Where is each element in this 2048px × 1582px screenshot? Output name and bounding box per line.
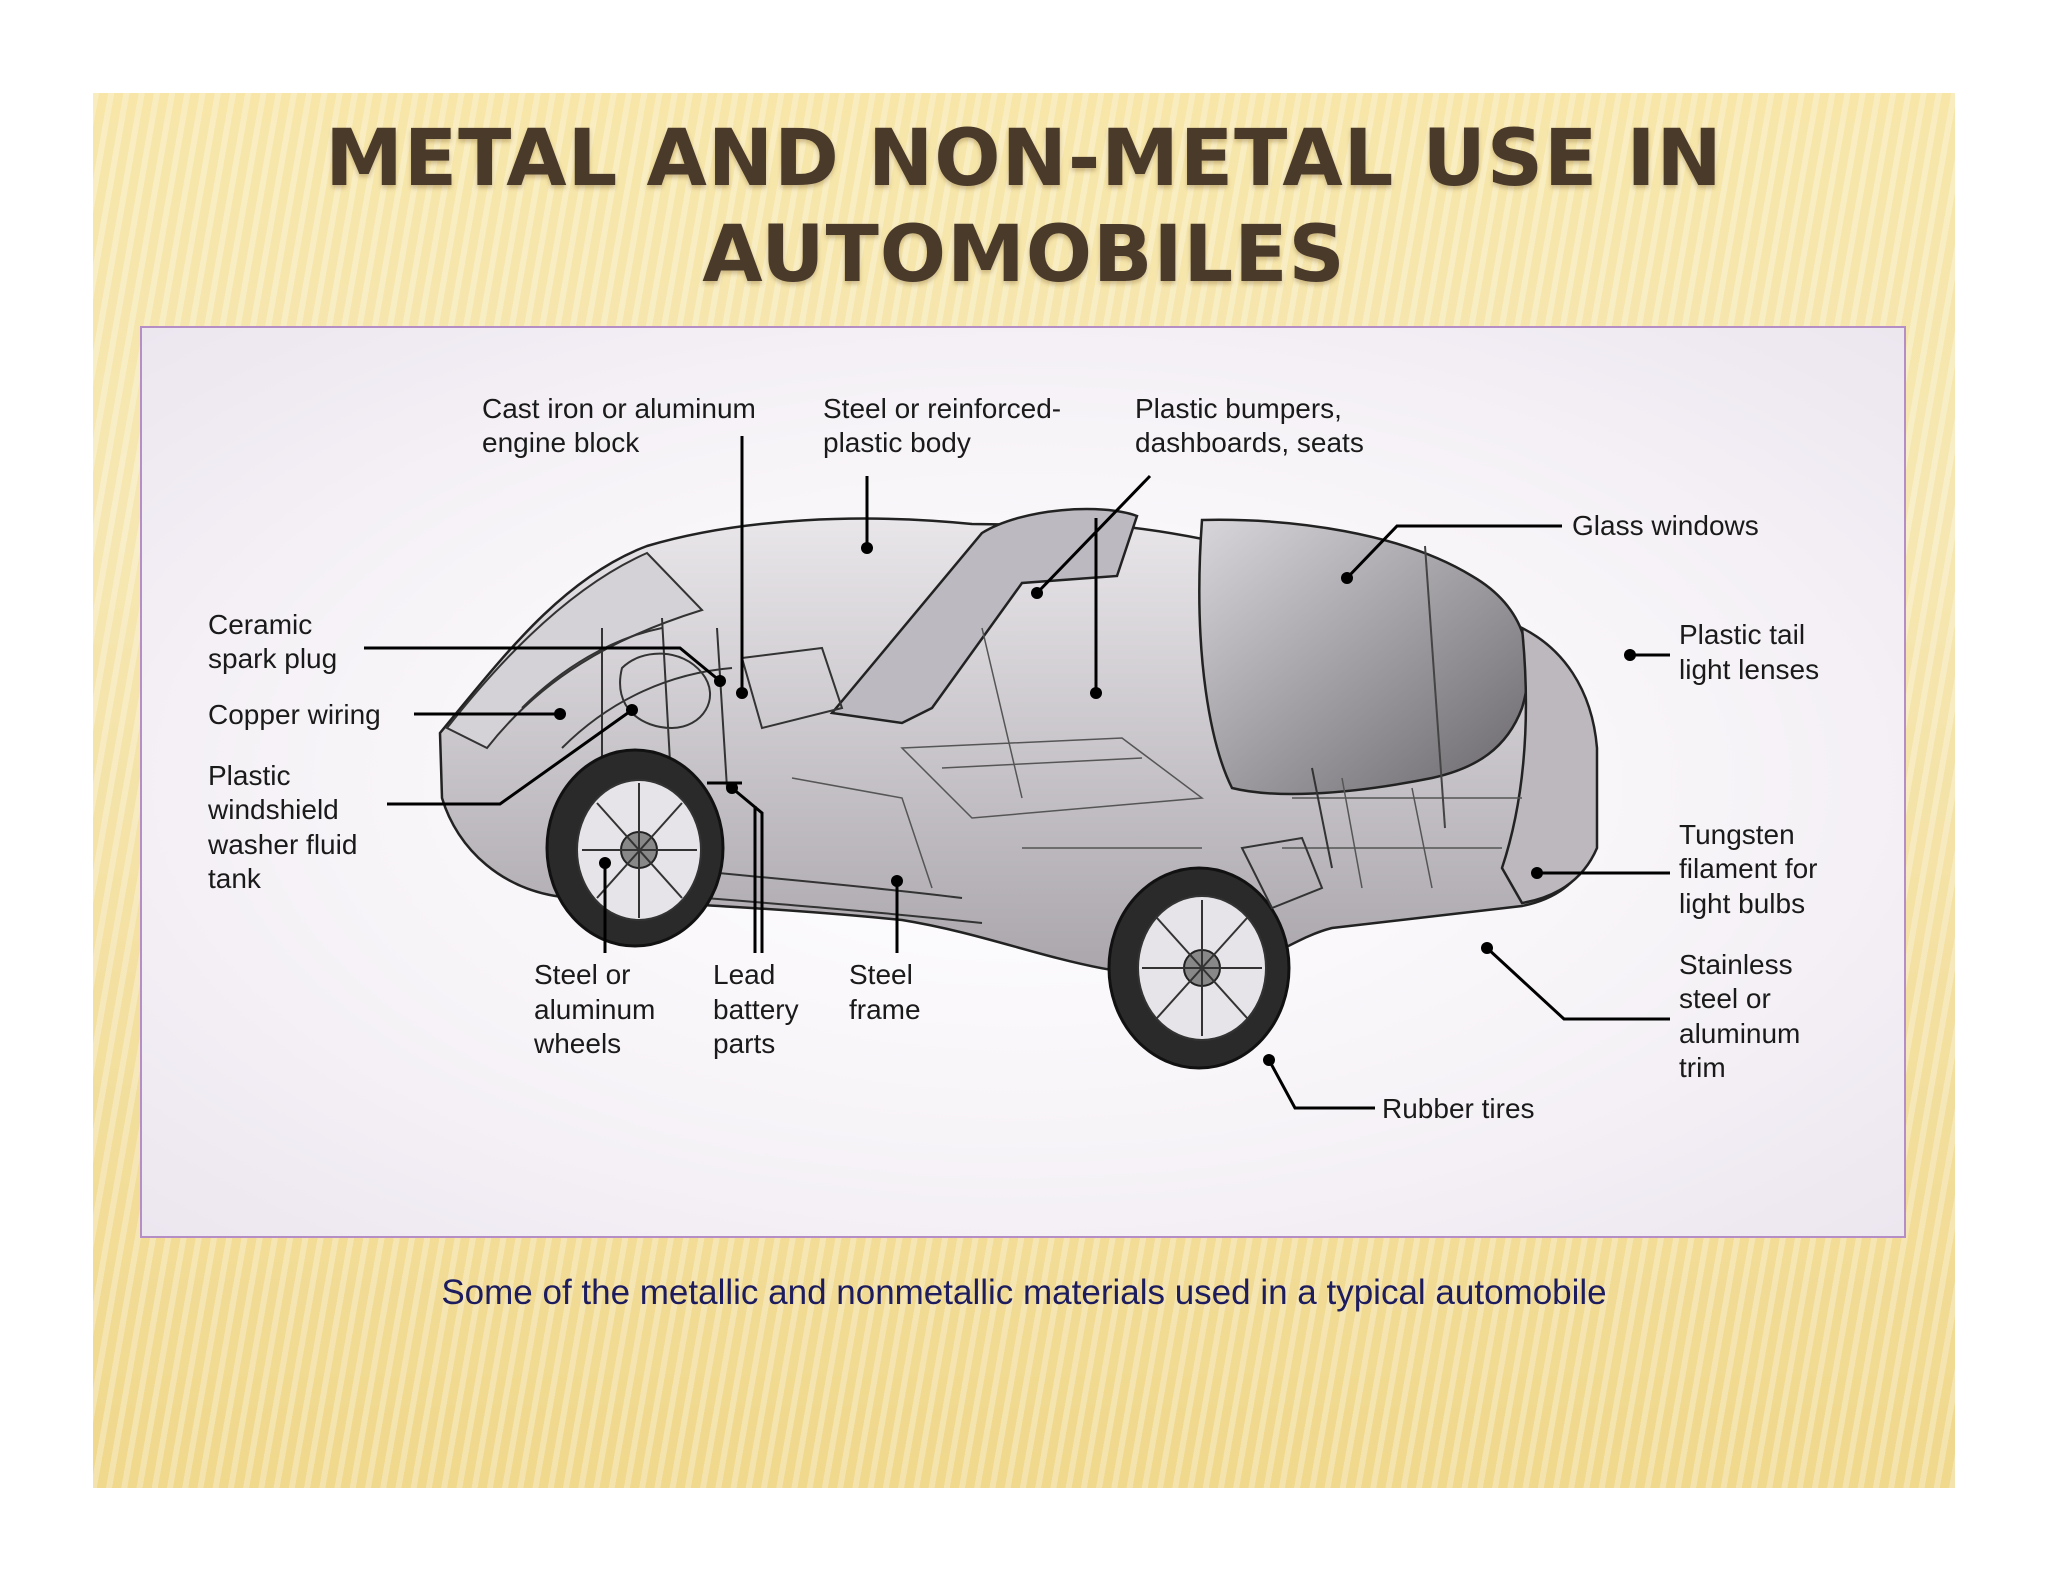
leader-stainless [1485, 946, 1670, 1021]
label-engine-block: Cast iron or aluminum engine block [482, 393, 764, 458]
label-frame: Steel frame [849, 959, 921, 1025]
label-glass: Glass windows [1572, 510, 1759, 541]
rear-wheel [1107, 866, 1291, 1070]
rear-glass-canopy [1198, 518, 1530, 796]
slide-title-line-2: AUTOMOBILES [702, 210, 1346, 300]
label-body: Steel or reinforced- plastic body [823, 393, 1069, 458]
slide: METAL AND NON-METAL USE IN AUTOMOBILES [93, 93, 1955, 1488]
callout-labels: Cast iron or aluminum engine block Steel… [207, 393, 1825, 1124]
engine-bay-detail [521, 617, 844, 799]
slide-title-line-1: METAL AND NON-METAL USE IN [325, 114, 1723, 204]
rear-suspension [1240, 767, 1333, 910]
leader-spark-plug [364, 646, 721, 683]
car-hood [445, 551, 704, 750]
automobile-materials-figure: Cast iron or aluminum engine block Steel… [140, 326, 1906, 1238]
tail-section [1500, 625, 1599, 905]
leader-lines [364, 436, 1670, 1110]
leader-tires [1267, 1059, 1375, 1110]
front-wheel [545, 748, 725, 948]
label-stainless: Stainless steel or aluminum trim [1679, 949, 1808, 1083]
leader-battery [707, 781, 764, 953]
label-wheels: Steel or aluminum wheels [533, 959, 663, 1059]
slide-title: METAL AND NON-METAL USE IN AUTOMOBILES [93, 111, 1955, 303]
label-bumpers: Plastic bumpers, dashboards, seats [1135, 393, 1364, 458]
label-tires: Rubber tires [1382, 1093, 1535, 1124]
label-tungsten: Tungsten filament for light bulbs [1679, 819, 1825, 919]
label-spark-plug: Ceramic spark plug [208, 609, 337, 674]
automobile-diagram: Cast iron or aluminum engine block Steel… [207, 393, 1825, 1124]
leader-bumpers [1035, 474, 1152, 693]
interior-detail [791, 627, 1522, 889]
leader-glass [1345, 524, 1562, 580]
label-tail-lenses: Plastic tail light lenses [1679, 619, 1819, 685]
car-illustration [438, 507, 1599, 1070]
label-washer-tank: Plastic windshield washer fluid tank [207, 760, 365, 894]
antenna [1424, 545, 1446, 829]
label-battery: Lead battery parts [713, 959, 806, 1059]
open-door [829, 507, 1139, 725]
figure-caption: Some of the metallic and nonmetallic mat… [441, 1273, 1607, 1312]
leader-washer-tank [387, 708, 633, 806]
label-copper-wiring: Copper wiring [208, 699, 381, 730]
